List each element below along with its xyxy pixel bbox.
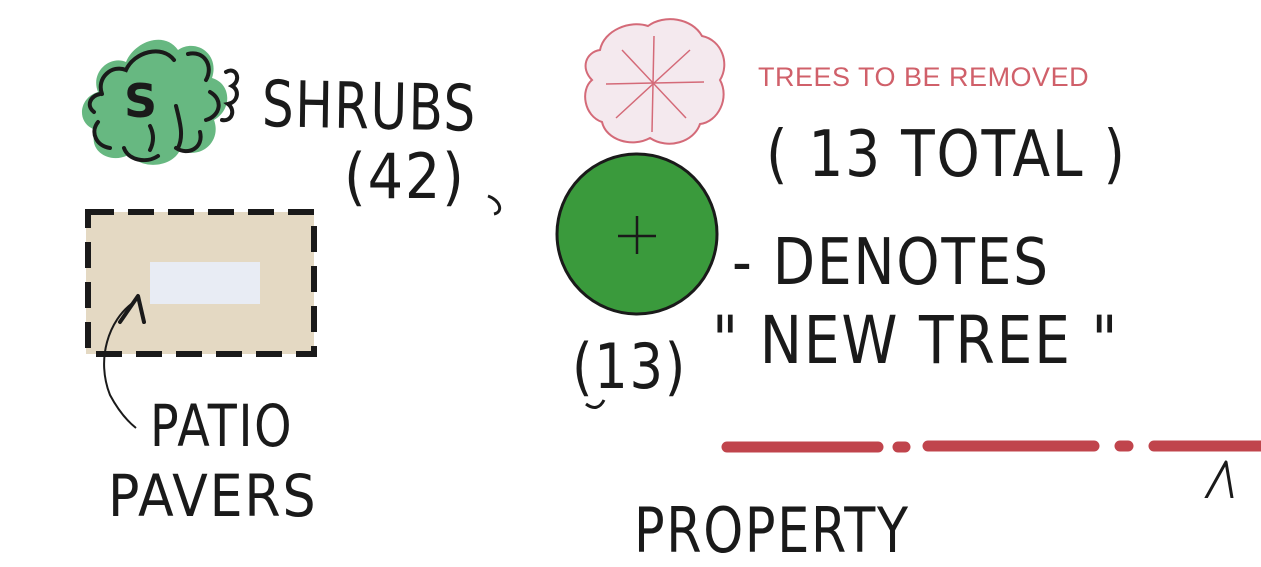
shrubs-count: (42) — [344, 140, 466, 213]
shrub-symbol-letter: S — [124, 74, 160, 128]
new-tree-denotes: - DENOTES — [732, 226, 1050, 300]
trees-removed-count: ( 13 TOTAL ) — [766, 118, 1127, 192]
new-tree-count: (13) — [572, 330, 687, 403]
property-line-icon — [721, 440, 1261, 453]
trees-removed-label: TREES TO BE REMOVED — [758, 62, 1090, 92]
property-line-label: PROPERTY — [634, 494, 910, 567]
leader-arrow-icon — [1204, 460, 1234, 500]
leader-arrow-icon — [103, 294, 146, 429]
removed-tree-icon — [584, 18, 726, 145]
patio-label-line1: PATIO — [150, 392, 294, 460]
cropped-area — [968, 498, 1261, 567]
shrub-icon — [81, 39, 240, 165]
new-tree-icon — [555, 152, 719, 316]
patio-label-line2: PAVERS — [108, 462, 318, 530]
patio-paver-icon — [85, 209, 317, 357]
shrubs-label: SHRUBS — [261, 68, 478, 147]
new-tree-label: " NEW TREE " — [712, 302, 1120, 379]
